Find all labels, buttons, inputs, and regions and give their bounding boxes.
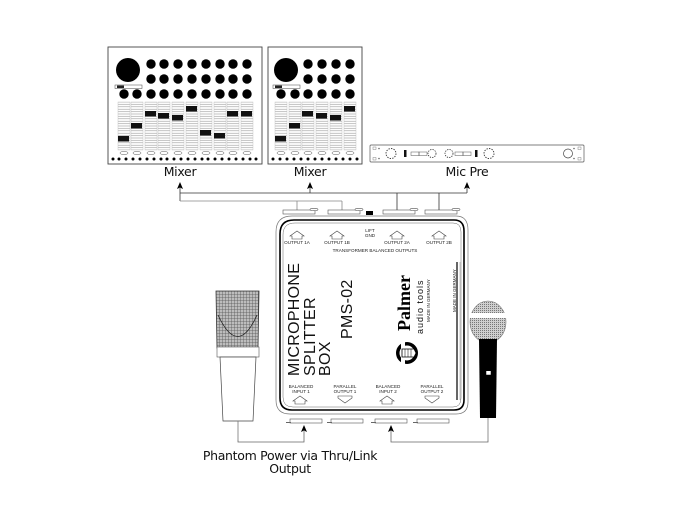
product-name: MICROPHONE SPLITTER BOX (286, 262, 334, 376)
balanced-input-2-label: BALANCED INPUT 2 (373, 384, 403, 394)
palmer-logo-icon (396, 342, 418, 364)
brand-subtitle: audio tools (415, 279, 425, 334)
parallel-output-2-label: PARALLEL OUTPUT 2 (417, 384, 447, 394)
outputs-caption: TRANSFORMER BALANCED OUTPUTS (332, 248, 418, 253)
device-arrows (177, 182, 470, 189)
brand-name: Palmer (394, 275, 414, 331)
product-line-1: MICROPHONE (286, 262, 303, 376)
output-1a-label: OUTPUT 1A (284, 240, 310, 245)
mixer-2-label: Mixer (293, 164, 327, 179)
gnd-label: GND (364, 233, 376, 238)
product-line-2: SPLITTER (301, 297, 319, 376)
model-number: PMS-02 (339, 279, 356, 339)
output-2b-label: OUTPUT 2B (426, 240, 452, 245)
mixer-2 (267, 46, 363, 165)
input-arrows (301, 425, 394, 432)
output-routing-lines (179, 187, 468, 210)
mic-pre-label: Mic Pre (445, 164, 489, 179)
port-label-line2: OUTPUT 1 (333, 389, 357, 394)
condenser-microphone (215, 290, 260, 440)
mic-pre-unit (369, 144, 585, 163)
side-made-in: MADE IN GERMANY (452, 269, 457, 312)
mixer-1-label: Mixer (163, 164, 197, 179)
caption-line-1: Phantom Power via Thru/Link (202, 448, 378, 463)
port-label-line2: INPUT 2 (379, 389, 397, 394)
balanced-input-1-label: BALANCED INPUT 1 (286, 384, 316, 394)
lift-label: LIFT (365, 228, 375, 233)
mixer-1 (107, 46, 263, 165)
port-label-line1: BALANCED (288, 384, 314, 389)
output-2a-label: OUTPUT 2A (384, 240, 410, 245)
port-label-line1: BALANCED (375, 384, 401, 389)
dynamic-microphone (469, 300, 507, 440)
product-line-3: BOX (317, 341, 334, 376)
output-1b-label: OUTPUT 1B (324, 240, 350, 245)
port-label-line1: PARALLEL (420, 384, 444, 389)
brand-made-in: MADE IN GERMANY (426, 279, 431, 322)
input-routing-lines (237, 431, 489, 443)
parallel-output-1-label: PARALLEL OUTPUT 1 (330, 384, 360, 394)
caption-line-2: Output (269, 461, 311, 476)
port-label-line2: INPUT 1 (292, 389, 310, 394)
port-label-line1: PARALLEL (333, 384, 357, 389)
splitter-box (275, 208, 469, 424)
lift-gnd-switch-label: LIFT GND (358, 228, 382, 238)
port-label-line2: OUTPUT 2 (420, 389, 444, 394)
phantom-power-caption: Phantom Power via Thru/Link Output (200, 449, 380, 475)
